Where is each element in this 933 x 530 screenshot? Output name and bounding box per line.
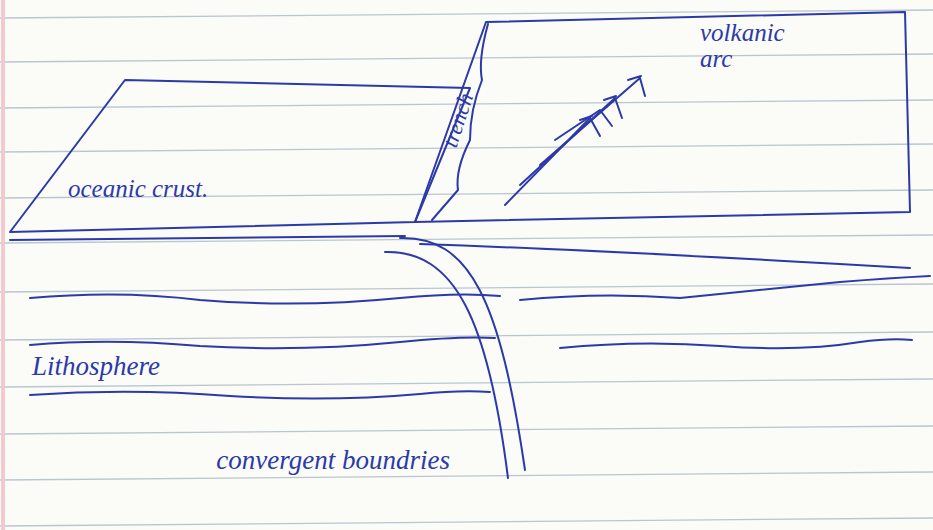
lithosphere-mid-wave-right (560, 339, 912, 348)
block-outline (410, 8, 915, 228)
lithosphere-mid-wave (30, 338, 495, 349)
oceanic-plate-block: oceanic crust. (8, 76, 478, 236)
block-border (415, 12, 910, 222)
magma-arrow (555, 110, 612, 140)
magma-arrow (540, 76, 645, 165)
magma-arrow (505, 116, 600, 205)
part-label: oceanic crust. (68, 176, 288, 202)
lithosphere-top-wave (30, 294, 500, 303)
ruled-paper-lines (0, 10, 933, 526)
part-label: volkanic arc (700, 20, 795, 73)
subducting-slab-top (400, 238, 525, 470)
block-outline (8, 76, 478, 236)
annotation-label: Lithosphere (32, 352, 232, 380)
lithosphere-top-wave-right (520, 276, 930, 300)
block-border (10, 80, 470, 232)
crust-base-line (10, 236, 405, 240)
magma-arrow (520, 96, 622, 185)
trench-wall (432, 24, 488, 220)
volcanic-arc-block: volkanic arc (410, 8, 915, 228)
upper-plate-base (420, 244, 910, 268)
annotation-label: convergent boundries (200, 446, 450, 474)
lithosphere-bottom-wave (30, 391, 490, 398)
subducting-slab-bottom (385, 252, 508, 478)
paper-margin (1, 0, 5, 530)
ink-strokes (10, 24, 930, 478)
